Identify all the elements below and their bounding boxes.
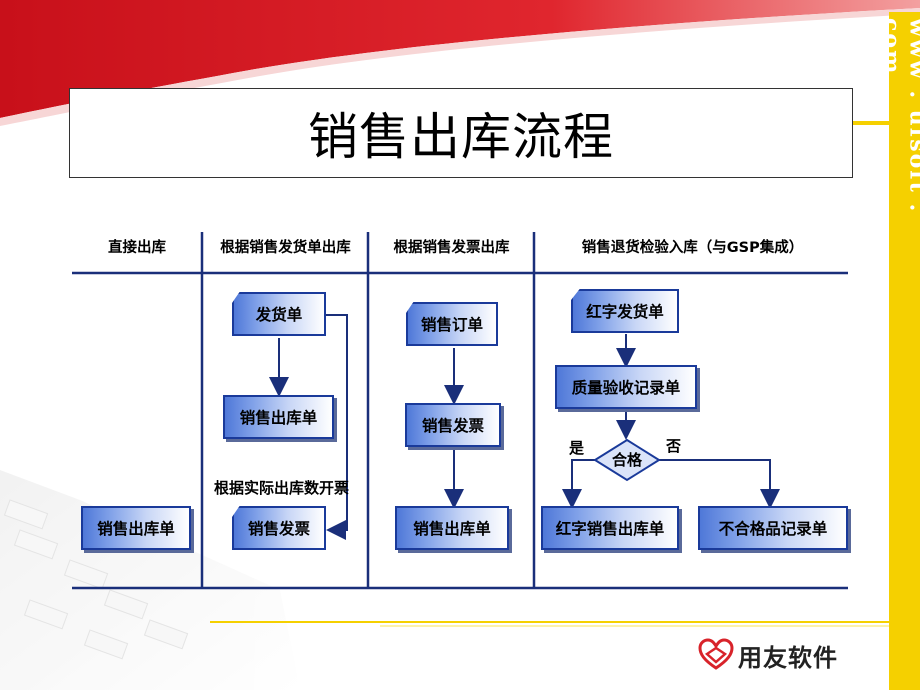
node-lane3-invoice: 销售发票 [405, 403, 501, 447]
node-lane2-invoice: 销售发票 [232, 506, 326, 550]
arrow-decision-no [658, 459, 780, 509]
decision-label: 合格 [611, 451, 642, 469]
arrow-decision-yes [562, 459, 596, 509]
node-direct-sales-out: 销售出库单 [81, 506, 191, 550]
arrow-ship-to-invoice [326, 314, 348, 540]
brand-logo-text: 用友软件 [738, 644, 838, 672]
node-sales-order: 销售订单 [406, 302, 498, 346]
lane-header-invoice: 根据销售发票出库 [393, 240, 510, 256]
lane-header-returns: 销售退货检验入库（与GSP集成） [581, 240, 804, 256]
node-lane2-sales-out: 销售出库单 [223, 395, 334, 439]
label-yes: 是 [569, 439, 585, 457]
node-red-shipping-order: 红字发货单 [571, 289, 679, 333]
side-brand-strip [889, 12, 920, 690]
ufsoft-heart-logo-icon [698, 638, 734, 670]
lane-header-shipping: 根据销售发货单出库 [220, 240, 351, 256]
node-quality-record: 质量验收记录单 [555, 365, 697, 409]
node-lane3-sales-out: 销售出库单 [395, 506, 509, 550]
keyboard-image [0, 470, 300, 690]
note-invoice-by-actual: 根据实际出库数开票 [214, 479, 350, 497]
red-swoosh [0, 0, 920, 118]
decision-diamond [593, 438, 661, 482]
lane-header-direct: 直接出库 [108, 240, 166, 256]
page-title: 销售出库流程 [69, 88, 853, 178]
node-red-sales-out: 红字销售出库单 [541, 506, 679, 550]
label-no: 否 [666, 437, 682, 455]
node-shipping-order: 发货单 [232, 292, 326, 336]
node-reject-record: 不合格品记录单 [698, 506, 848, 550]
